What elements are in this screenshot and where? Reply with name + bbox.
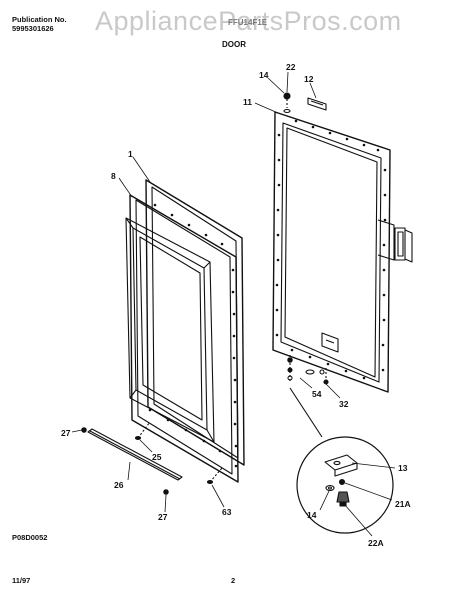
- callout-54: 54: [312, 389, 322, 399]
- footer-date: 11/97: [12, 576, 31, 585]
- callout-13: 13: [398, 463, 408, 473]
- bottom-bracket: [321, 332, 339, 353]
- callout-11: 11: [243, 97, 252, 107]
- label-plate: [307, 97, 327, 111]
- callout-25: 25: [152, 452, 162, 462]
- callout-63: 63: [222, 507, 232, 517]
- top-screw: [283, 92, 291, 114]
- door-liner-frame: [272, 111, 391, 393]
- section-title: DOOR: [222, 40, 246, 49]
- callout-22a: 22A: [368, 538, 384, 548]
- drawing-id: P08D0052: [12, 533, 48, 542]
- outer-door: [125, 179, 245, 483]
- callout-21a: 21A: [395, 499, 411, 509]
- leader-lines: [71, 71, 396, 537]
- detail-circle: [289, 387, 394, 534]
- callout-8: 8: [111, 171, 116, 181]
- callout-26: 26: [114, 480, 124, 490]
- publication-label: Publication No.: [12, 15, 67, 24]
- page-number: 2: [231, 576, 236, 585]
- trim-strip: [81, 421, 223, 495]
- callout-32: 32: [339, 399, 349, 409]
- publication-number: 5995301626: [12, 24, 54, 33]
- callout-27a: 27: [61, 428, 71, 438]
- bottom-hardware: [287, 355, 329, 385]
- callout-labels: 22 14 12 11 1 8 54 32 27 25 26 27 63 13 …: [61, 62, 411, 548]
- callout-12: 12: [304, 74, 314, 84]
- callout-14: 14: [259, 70, 269, 80]
- model-number: FFU14F1E: [228, 18, 268, 27]
- watermark: AppliancePartsPros.com: [95, 6, 402, 36]
- callout-1: 1: [128, 149, 133, 159]
- callout-27b: 27: [158, 512, 168, 522]
- callout-14b: 14: [307, 510, 317, 520]
- callout-22: 22: [286, 62, 296, 72]
- door-handle: [377, 219, 413, 263]
